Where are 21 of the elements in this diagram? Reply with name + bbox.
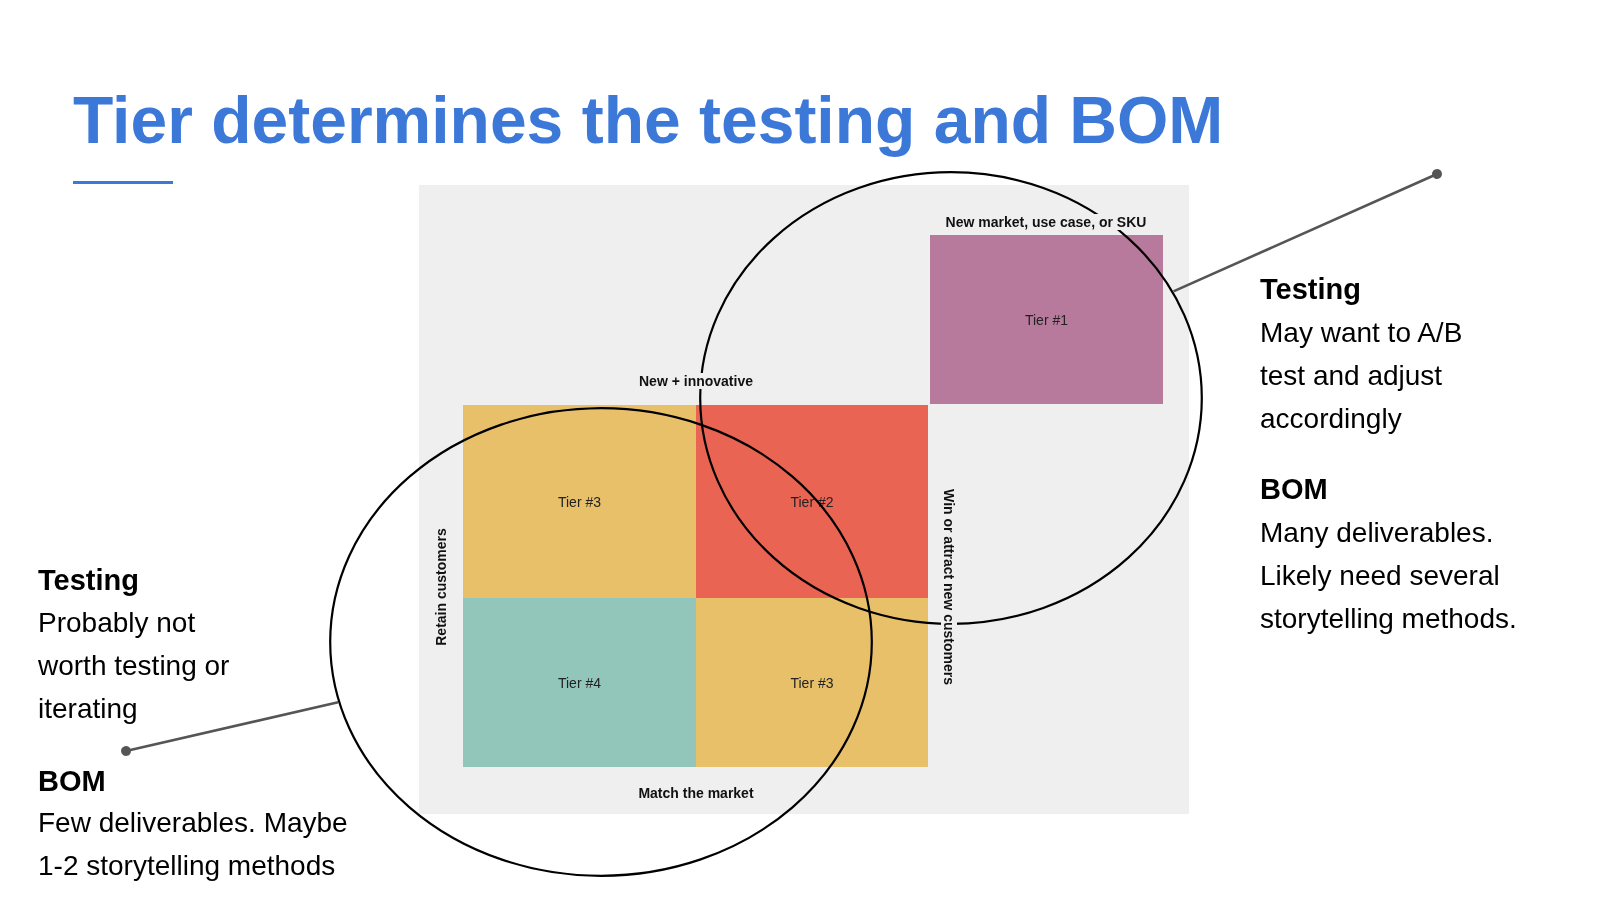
section-heading: BOM [1260, 472, 1328, 506]
axis-label: Win or attract new customers [941, 487, 957, 687]
axis-label: Match the market [636, 785, 756, 801]
section-text: May want to A/B test and adjust accordingly [1260, 316, 1464, 436]
section-heading: Testing [1260, 272, 1361, 306]
quadrant-box [696, 598, 928, 767]
tier-label: Tier #3 [790, 674, 834, 691]
section-text: Probably not worth testing or iterating [38, 606, 231, 726]
tier-label: Tier #3 [557, 493, 602, 510]
section-text: Many deliverables. Likely need several storytelling methods. [1260, 516, 1518, 636]
section-heading: BOM [38, 764, 106, 798]
axis-label: New market, use case, or SKU [943, 214, 1149, 230]
leader-line [121, 701, 339, 756]
section-heading: Testing [38, 563, 139, 597]
leader-line [1172, 169, 1442, 293]
tier-label: Tier #1 [1024, 311, 1069, 328]
axis-label: New + innovative [637, 373, 755, 389]
section-text: Few deliverables. Maybe 1-2 storytelling methods [38, 806, 349, 883]
tier-label: Tier #4 [557, 674, 602, 691]
title: Tier determines the testing and BOM [73, 82, 1224, 158]
axis-label: Retain customers [433, 526, 449, 648]
